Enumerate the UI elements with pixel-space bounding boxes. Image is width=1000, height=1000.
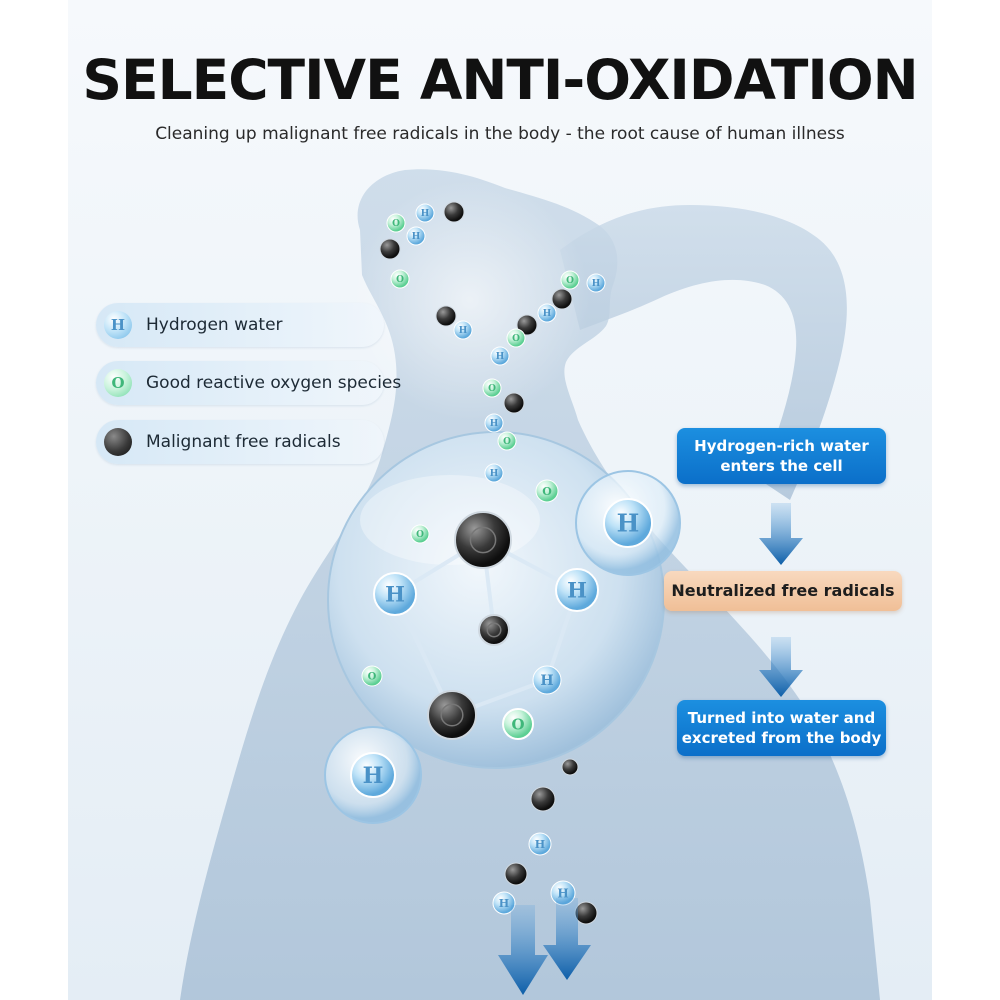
oxygen-molecule-icon: O — [361, 665, 383, 687]
svg-text:O: O — [396, 275, 404, 285]
flow-step-neutralized: Neutralized free radicals — [664, 571, 902, 611]
oxygen-molecule-icon: O — [104, 369, 132, 397]
free-radical-icon — [427, 690, 477, 740]
hydrogen-molecule-icon: H — [350, 752, 396, 798]
svg-text:O: O — [503, 437, 511, 447]
free-radical-icon — [454, 511, 512, 569]
svg-text:H: H — [567, 578, 587, 603]
svg-text:H: H — [617, 509, 640, 538]
svg-text:O: O — [416, 530, 424, 540]
hydrogen-molecule-icon: H — [586, 273, 606, 293]
svg-text:H: H — [363, 763, 384, 789]
free-radical-icon — [561, 758, 579, 776]
hydrogen-molecule-icon: H — [555, 568, 599, 612]
hydrogen-molecule-icon: H — [484, 463, 504, 483]
oxygen-molecule-icon: O — [502, 708, 534, 740]
svg-text:H: H — [421, 209, 430, 219]
oxygen-molecule-icon: O — [497, 431, 517, 451]
svg-text:O: O — [566, 276, 574, 286]
oxygen-molecule-icon: O — [535, 479, 559, 503]
flow-step-line: enters the cell — [720, 457, 843, 475]
hydrogen-molecule-icon: H — [490, 346, 510, 366]
legend-label: Good reactive oxygen species — [146, 373, 402, 393]
svg-text:H: H — [496, 352, 505, 362]
hydrogen-molecule-icon: H — [406, 226, 426, 246]
svg-text:H: H — [540, 673, 553, 689]
oxygen-molecule-icon: O — [506, 328, 526, 348]
flow-step-excreted: Turned into water and excreted from the … — [677, 700, 886, 756]
free-radical-icon — [503, 392, 525, 414]
free-radical-icon — [435, 305, 457, 327]
flow-step-line: Hydrogen-rich water — [694, 437, 869, 455]
svg-text:H: H — [490, 469, 499, 479]
svg-text:H: H — [543, 309, 552, 319]
svg-text:H: H — [592, 279, 601, 289]
free-radical-icon — [516, 314, 538, 336]
hydrogen-molecule-icon: H — [528, 832, 552, 856]
oxygen-molecule-icon: O — [560, 270, 580, 290]
hydrogen-molecule-icon: H — [104, 311, 132, 339]
hydrogen-molecule-icon: H — [492, 891, 516, 915]
legend-label: Malignant free radicals — [146, 432, 341, 452]
svg-text:H: H — [412, 232, 421, 242]
svg-text:O: O — [511, 715, 524, 733]
legend-item-radical: Malignant free radicals — [96, 420, 384, 464]
flow-step-enter-cell: Hydrogen-rich water enters the cell — [677, 428, 886, 484]
down-arrow-icon — [759, 503, 803, 565]
svg-text:H: H — [557, 886, 568, 900]
oxygen-molecule-icon: O — [410, 524, 430, 544]
oxygen-molecule-icon: O — [386, 213, 406, 233]
svg-text:H: H — [459, 326, 468, 336]
flow-step-line: excreted from the body — [681, 729, 882, 747]
free-radical-icon — [551, 288, 573, 310]
hydrogen-molecule-icon: H — [603, 498, 653, 548]
page-title: SELECTIVE ANTI-OXIDATION — [82, 48, 918, 112]
legend-label: Hydrogen water — [146, 315, 283, 335]
legend-item-oxygen: O Good reactive oxygen species — [96, 361, 401, 405]
svg-text:O: O — [488, 384, 496, 394]
legend-item-hydrogen: H Hydrogen water — [96, 303, 384, 347]
hydrogen-molecule-icon: H — [532, 665, 562, 695]
free-radical-icon — [443, 201, 465, 223]
svg-text:O: O — [368, 672, 377, 683]
svg-text:H: H — [535, 838, 545, 851]
svg-text:H: H — [385, 582, 405, 607]
svg-text:H: H — [499, 897, 509, 910]
oxygen-molecule-icon: O — [390, 269, 410, 289]
free-radical-icon — [504, 862, 528, 886]
svg-text:O: O — [512, 334, 520, 344]
free-radical-icon — [574, 901, 598, 925]
right-margin — [932, 0, 1000, 1000]
hydrogen-molecule-icon: H — [373, 572, 417, 616]
down-arrow-icon — [543, 898, 591, 980]
hydrogen-molecule-icon: H — [415, 203, 435, 223]
svg-text:O: O — [542, 485, 552, 498]
svg-text:H: H — [490, 419, 499, 429]
free-radical-icon — [104, 428, 132, 456]
free-radical-icon — [530, 786, 556, 812]
hydrogen-molecule-icon: H — [484, 413, 504, 433]
down-arrow-icon — [759, 637, 803, 697]
left-margin — [0, 0, 68, 1000]
flow-step-line: Turned into water and — [687, 709, 876, 727]
free-radical-icon — [379, 238, 401, 260]
oxygen-molecule-icon: O — [482, 378, 502, 398]
hydrogen-molecule-icon: H — [453, 320, 473, 340]
page-subtitle: Cleaning up malignant free radicals in t… — [155, 124, 845, 144]
svg-text:O: O — [392, 219, 400, 229]
down-arrow-icon — [498, 905, 548, 995]
hydrogen-molecule-icon: H — [537, 303, 557, 323]
free-radical-icon — [478, 614, 510, 646]
